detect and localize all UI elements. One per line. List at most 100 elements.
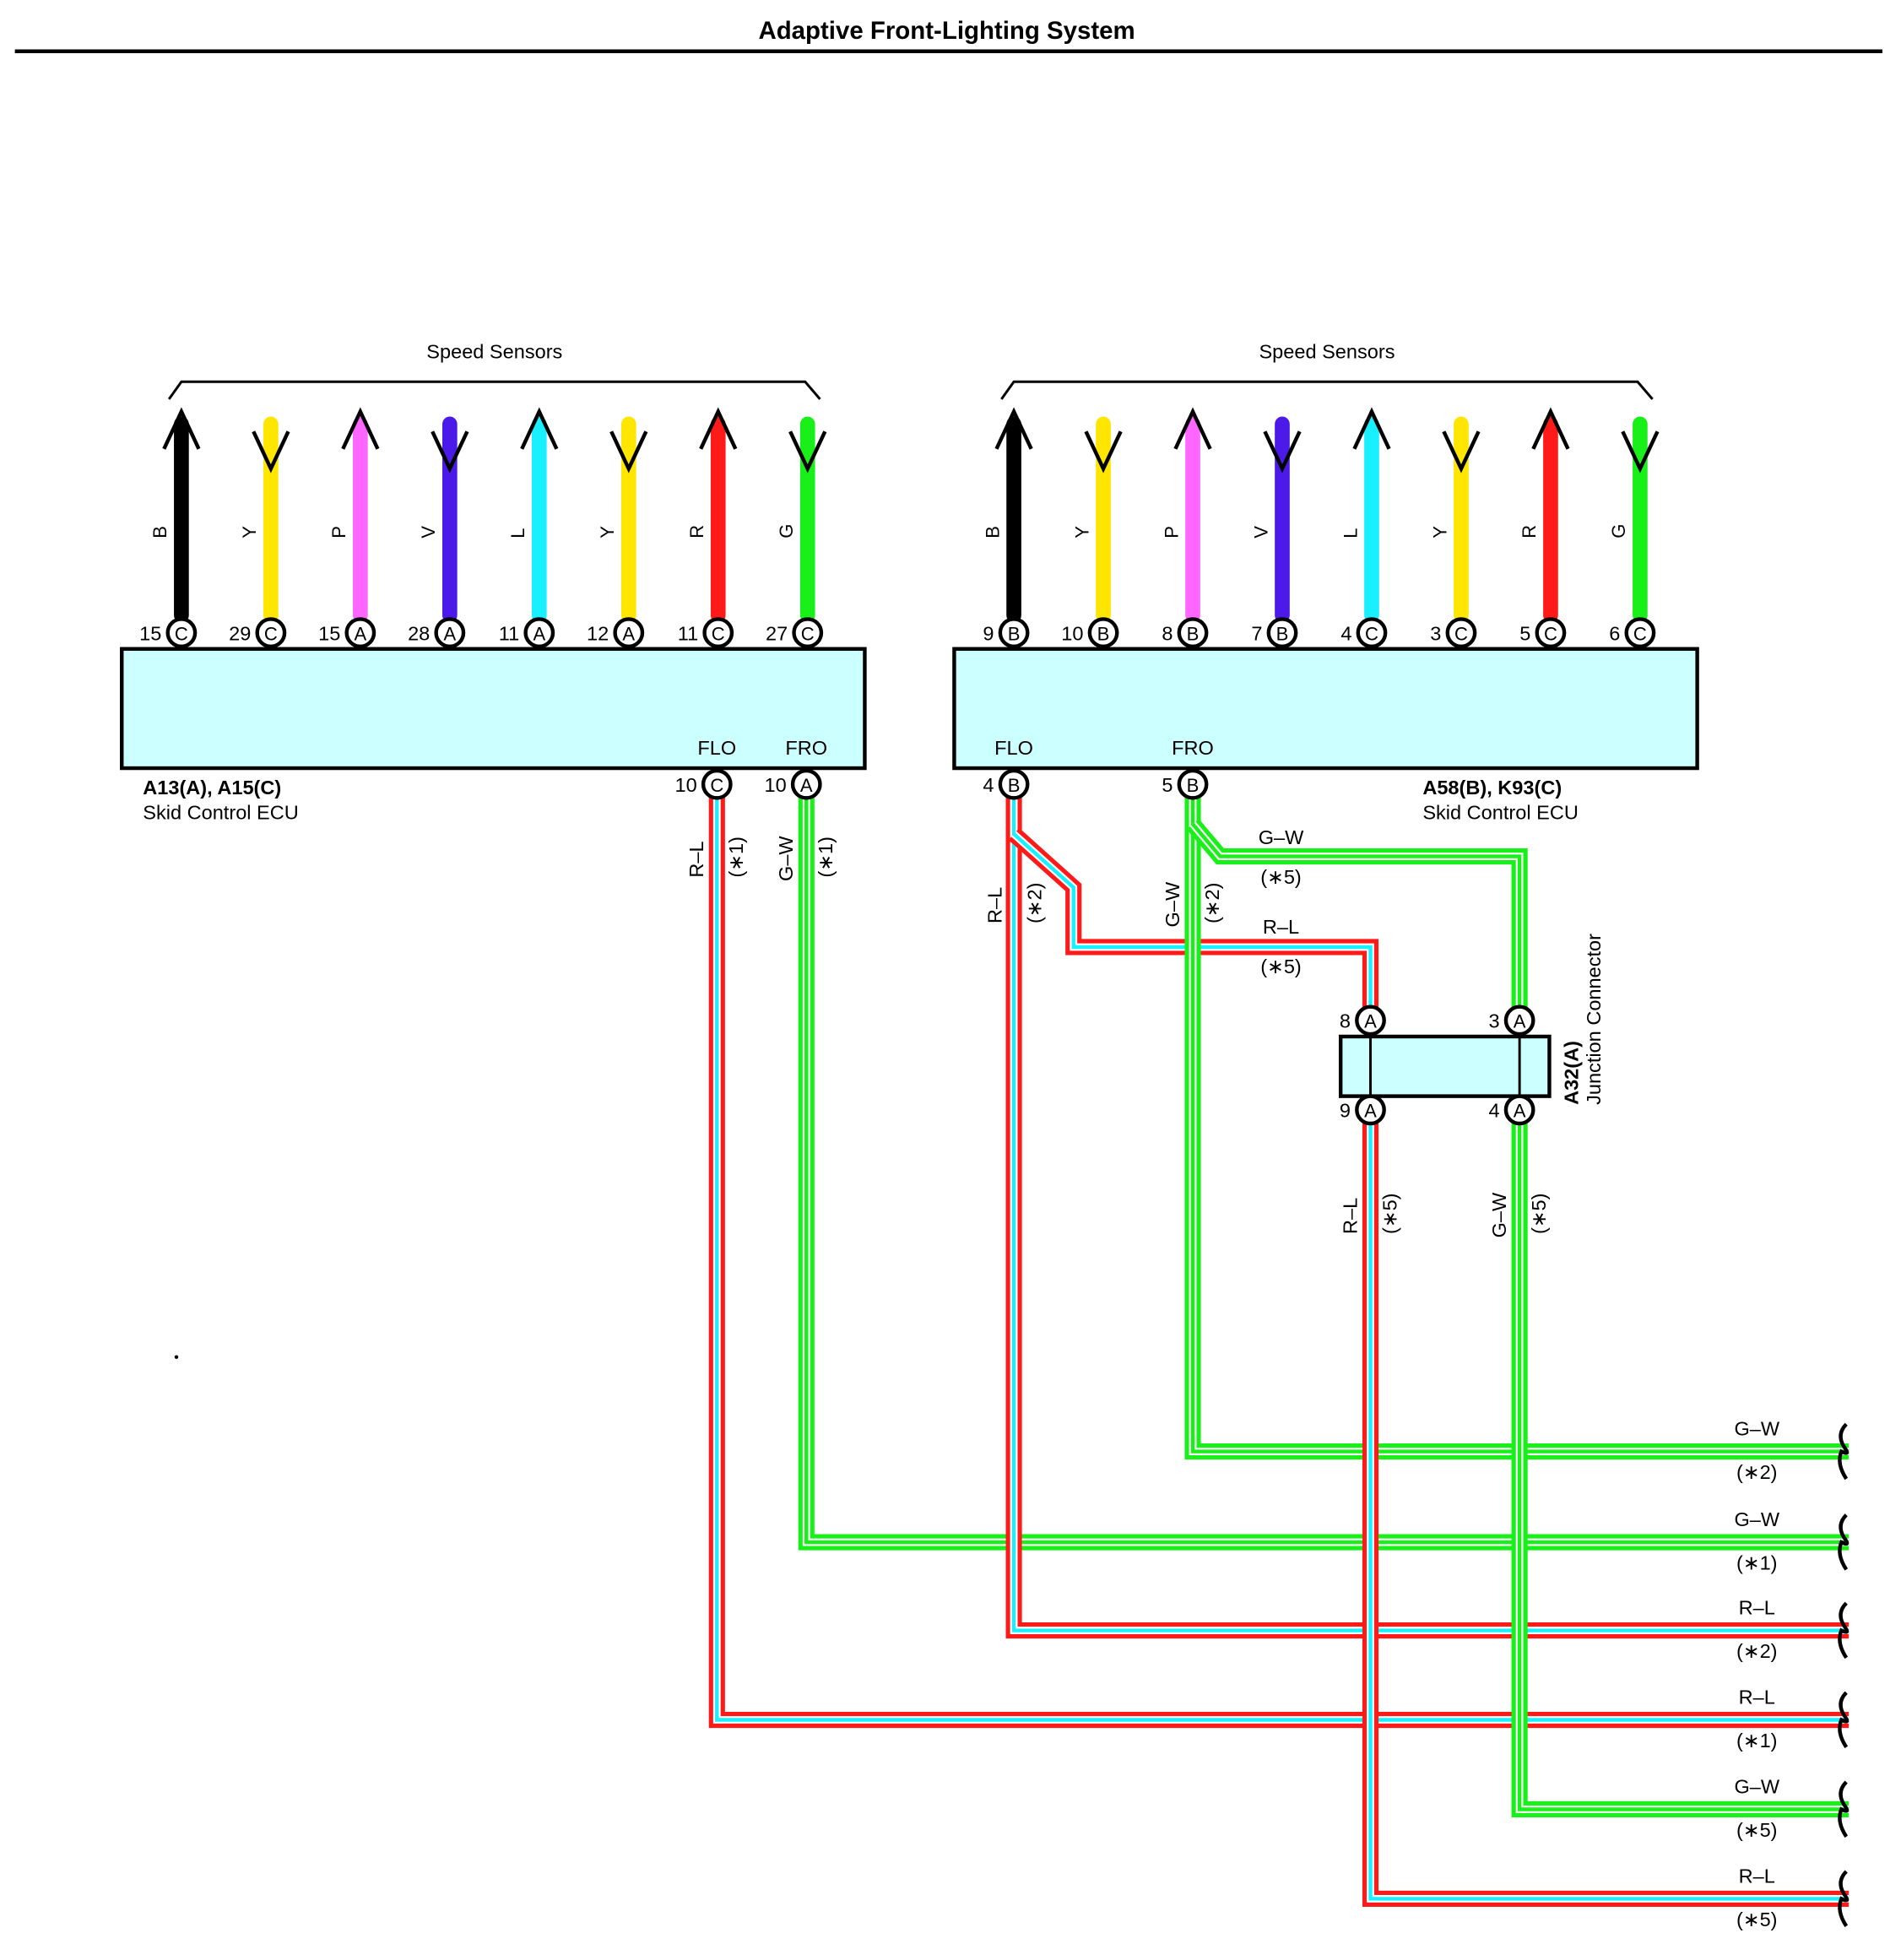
wire-break-icon bbox=[1838, 1780, 1850, 1838]
wire-stripe bbox=[804, 796, 1850, 1545]
pin-connector-icon bbox=[790, 768, 822, 800]
wire-rl-right-flo-branch bbox=[1008, 827, 1379, 1015]
wire-stripe bbox=[1368, 1119, 1850, 1901]
wire-color-code: L bbox=[507, 528, 528, 538]
pin-number: 7 bbox=[1251, 622, 1262, 644]
wire-gw-right-fro bbox=[1184, 796, 1850, 1460]
pin-connector-letter: C bbox=[1633, 623, 1647, 644]
pin-connector-icon bbox=[344, 617, 376, 649]
harness-output-5: G–W (∗5) bbox=[1734, 1775, 1850, 1841]
arrow-up-icon bbox=[162, 407, 201, 450]
ecu-right-pin: B8 bbox=[1162, 617, 1209, 649]
wire-color-code: Y bbox=[1429, 526, 1450, 539]
wire-code-label: R–L bbox=[1739, 1865, 1775, 1887]
speed-sensors-label-right: Speed Sensors bbox=[1259, 340, 1395, 362]
pin-connector-letter: C bbox=[1365, 623, 1378, 644]
wire-color-code: L bbox=[1340, 528, 1361, 538]
page-title: Adaptive Front-Lighting System bbox=[758, 17, 1135, 45]
pin-number: 9 bbox=[983, 622, 994, 644]
pin-number: 10 bbox=[1061, 622, 1083, 644]
speed-sensors-brace-left bbox=[167, 380, 821, 400]
wire-code-label: G–W bbox=[1734, 1775, 1779, 1797]
pin-connector-letter: C bbox=[1544, 623, 1557, 644]
pin-number: 10 bbox=[675, 774, 697, 796]
ecu-right-flo-pin: B4 bbox=[983, 768, 1030, 800]
pin-number: 4 bbox=[1488, 1100, 1499, 1122]
wire-color-code: P bbox=[1161, 526, 1182, 539]
arrow-up-icon bbox=[699, 407, 738, 450]
pin-connector-icon bbox=[1503, 1004, 1535, 1037]
pin-connector-letter: C bbox=[801, 623, 815, 644]
pin-connector-letter: C bbox=[710, 775, 723, 796]
wire-stripe bbox=[715, 796, 1850, 1722]
pin-connector-icon bbox=[1445, 617, 1477, 649]
wire-break-icon bbox=[1838, 1870, 1850, 1928]
ecu-left-flo-pin: C 10 bbox=[675, 768, 733, 800]
wire-gap bbox=[1515, 1119, 1850, 1813]
wire-code-label: R–L bbox=[1339, 1198, 1361, 1234]
speed-sensors-brace-right bbox=[1000, 380, 1654, 400]
ecu-left-pin: A28 bbox=[408, 617, 466, 649]
wire-gw-right-fro-branch bbox=[1186, 819, 1528, 1015]
arrow-up-icon bbox=[1173, 407, 1212, 450]
pin-connector-letter: B bbox=[1097, 623, 1110, 644]
pin-number: 11 bbox=[499, 622, 519, 644]
wire-rl-right-flo bbox=[1005, 796, 1850, 1639]
ecu-left-box bbox=[120, 647, 867, 771]
ecu-right-fro-label: FRO bbox=[1172, 737, 1214, 759]
arrow-down-icon bbox=[609, 430, 648, 474]
pin-connector-icon bbox=[1087, 617, 1119, 649]
junction-pin-bottom: A9 bbox=[1340, 1094, 1386, 1126]
wire-color-code: Y bbox=[239, 526, 260, 539]
pin-connector-icon bbox=[792, 617, 824, 649]
pin-connector-letter: A bbox=[1514, 1011, 1526, 1032]
pin-connector-letter: A bbox=[533, 623, 545, 644]
ecu-right-name: A58(B), K93(C) bbox=[1422, 777, 1562, 799]
wire-color-code: V bbox=[1250, 526, 1271, 539]
ecu-right-pin: C5 bbox=[1519, 617, 1567, 649]
wire-note-label: (∗2) bbox=[1736, 1640, 1778, 1662]
pin-number: 28 bbox=[408, 622, 430, 644]
arrow-down-icon bbox=[1084, 430, 1123, 474]
ecu-left-fro-label: FRO bbox=[785, 737, 827, 759]
ecu-left-pin: A15 bbox=[318, 617, 376, 649]
pin-connector-icon bbox=[701, 768, 733, 800]
ecu-right-pin: C6 bbox=[1609, 617, 1656, 649]
ecu-right-fro-pin: B5 bbox=[1162, 768, 1209, 800]
pin-connector-letter: C bbox=[264, 623, 278, 644]
wire-note-label: (∗1) bbox=[725, 837, 747, 878]
ecu-right-pin: C3 bbox=[1430, 617, 1477, 649]
wire-note-label: (∗5) bbox=[1736, 1819, 1778, 1841]
pin-connector-letter: A bbox=[800, 775, 813, 796]
arrow-up-icon bbox=[1352, 407, 1391, 450]
pin-number: 27 bbox=[766, 622, 788, 644]
ecu-right-pin: C4 bbox=[1340, 617, 1388, 649]
arrow-up-icon bbox=[520, 407, 559, 450]
wire-note-label: (∗2) bbox=[1023, 883, 1045, 924]
wire-color-code: V bbox=[418, 526, 439, 539]
pin-connector-letter: A bbox=[1364, 1011, 1377, 1032]
ecu-right-pin: B9 bbox=[983, 617, 1030, 649]
pin-connector-icon bbox=[998, 617, 1030, 649]
pin-connector-icon bbox=[1624, 617, 1656, 649]
pin-number: 29 bbox=[229, 622, 251, 644]
junction-name: A32(A) bbox=[1560, 1041, 1582, 1105]
wire-note-label: (∗1) bbox=[1736, 1730, 1778, 1752]
ecu-right-pin: B7 bbox=[1251, 617, 1298, 649]
arrow-down-icon bbox=[1442, 430, 1481, 474]
wire-gw-left-fro bbox=[798, 796, 1850, 1551]
wire-stripe bbox=[1012, 832, 1373, 1015]
harness-output-1: G–W(∗2) bbox=[1734, 1417, 1850, 1483]
wire-base bbox=[798, 796, 1850, 1551]
wire-base bbox=[1511, 1119, 1850, 1818]
arrow-up-icon bbox=[1531, 407, 1570, 450]
junction-pin-top: A3 bbox=[1488, 1004, 1535, 1037]
ecu-left-pin: C15 bbox=[139, 617, 198, 649]
wire-code-label: R–L bbox=[685, 841, 707, 877]
pin-connector-letter: A bbox=[354, 623, 366, 644]
wire-note-label: (∗5) bbox=[1528, 1193, 1550, 1234]
wire-code-label: R–L bbox=[1739, 1686, 1775, 1708]
pin-number: 3 bbox=[1488, 1010, 1499, 1032]
wire-note-label: (∗1) bbox=[1736, 1551, 1778, 1573]
wire-gap bbox=[1010, 796, 1850, 1634]
